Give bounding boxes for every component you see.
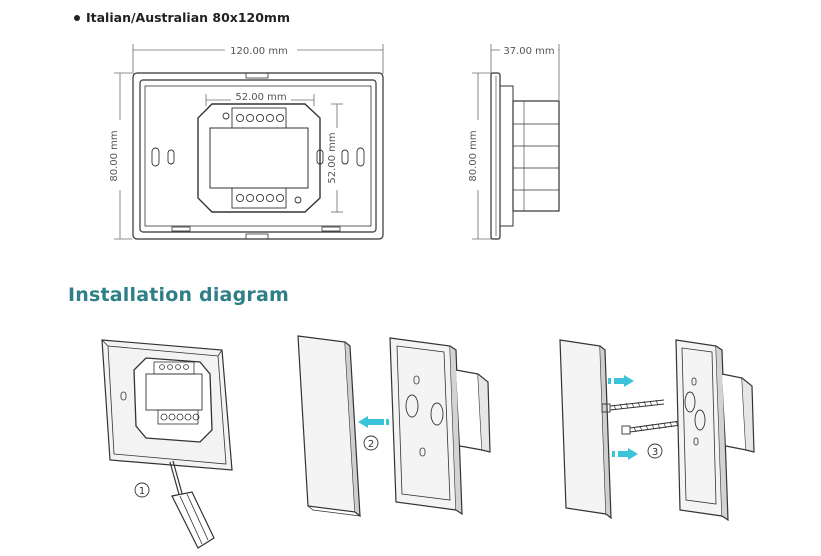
front-width-label: 120.00 mm bbox=[230, 46, 288, 57]
side-plate bbox=[490, 72, 501, 240]
module-block bbox=[197, 103, 321, 213]
front-plate-inner bbox=[139, 79, 377, 233]
install-step-2: 2 bbox=[297, 335, 491, 518]
arrow-right-icon bbox=[608, 375, 634, 387]
install-step-3: 3 bbox=[559, 339, 755, 522]
side-view: 37.00 mm 80.00 mm bbox=[466, 43, 560, 240]
module-height-label: 52.00 mm bbox=[327, 132, 338, 183]
arrow-right-icon bbox=[612, 448, 638, 460]
step-1-number: 1 bbox=[139, 486, 145, 497]
step-2-number: 2 bbox=[368, 439, 374, 450]
side-height-label: 80.00 mm bbox=[468, 130, 479, 181]
module-width-label: 52.00 mm bbox=[235, 92, 286, 103]
front-height-label: 80.00 mm bbox=[109, 130, 120, 181]
front-view: 120.00 mm 80.00 mm bbox=[106, 43, 384, 240]
screw-icon bbox=[601, 399, 665, 413]
step-3-number: 3 bbox=[652, 447, 658, 458]
arrow-left-icon bbox=[358, 416, 389, 428]
bullet-icon bbox=[74, 14, 80, 21]
heading: Italian/Australian 80x120mm bbox=[74, 10, 290, 25]
side-depth-label: 37.00 mm bbox=[503, 46, 554, 57]
install-step-1: 1 bbox=[101, 339, 233, 549]
screwdriver-icon bbox=[169, 460, 215, 549]
heading-text: Italian/Australian 80x120mm bbox=[86, 10, 290, 25]
section-title: Installation diagram bbox=[68, 284, 289, 306]
